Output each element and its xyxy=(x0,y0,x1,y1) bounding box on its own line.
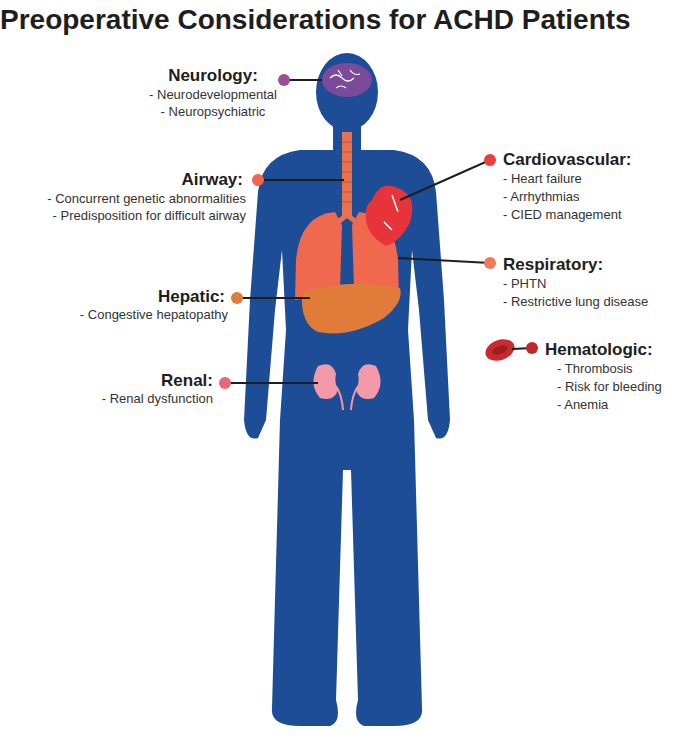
condition-item: - Anemia xyxy=(557,398,608,413)
condition-item: - Thrombosis xyxy=(557,362,633,377)
condition-item: - Arrhythmias xyxy=(503,190,580,205)
condition-item: - Neuropsychiatric xyxy=(161,105,266,120)
category-heading: Hepatic: xyxy=(158,287,225,307)
condition-item: - Congestive hepatopathy xyxy=(80,308,228,323)
category-heading: Neurology: xyxy=(168,66,258,86)
condition-item: - Restrictive lung disease xyxy=(503,295,648,310)
condition-item: - Renal dysfunction xyxy=(102,392,213,407)
condition-item: - PHTN xyxy=(503,277,546,292)
condition-item: - CIED management xyxy=(503,208,622,223)
category-heading: Respiratory: xyxy=(503,255,603,275)
diagram-title: Preoperative Considerations for ACHD Pat… xyxy=(0,4,685,36)
condition-item: - Concurrent genetic abnormalities xyxy=(47,192,246,207)
condition-item: - Heart failure xyxy=(503,172,582,187)
category-heading: Cardiovascular: xyxy=(503,150,632,170)
category-heading: Renal: xyxy=(161,371,213,391)
condition-item: - Neurodevelopmental xyxy=(149,88,277,103)
condition-item: - Predisposition for difficult airway xyxy=(53,209,246,224)
category-heading: Airway: xyxy=(182,170,243,190)
category-heading: Hematologic: xyxy=(545,340,653,360)
condition-item: - Risk for bleeding xyxy=(557,380,662,395)
